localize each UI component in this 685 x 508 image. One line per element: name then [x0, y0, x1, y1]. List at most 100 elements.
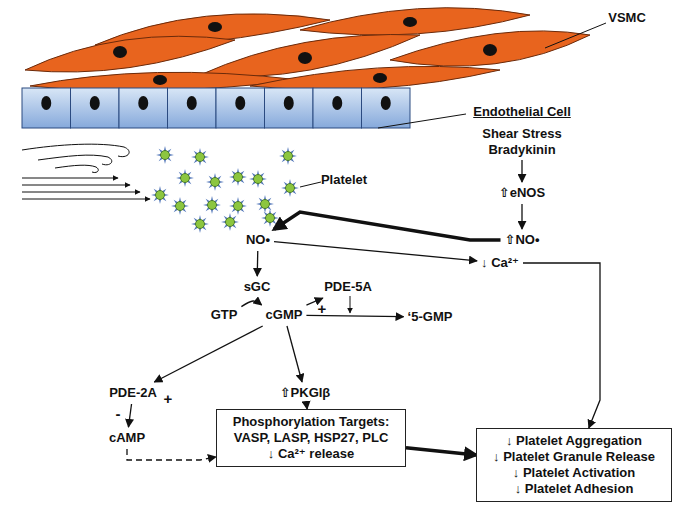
- connector-arrow: [521, 160, 522, 182]
- cell-nucleus: [373, 73, 387, 83]
- molecule-label: NO•: [244, 231, 272, 249]
- cell-nucleus: [90, 96, 100, 110]
- connector-arrow: [287, 326, 302, 382]
- platelet: [151, 186, 169, 204]
- connector-arrow: [257, 251, 259, 276]
- flow-curl: [38, 155, 112, 165]
- molecule-label: ⇧NO•: [503, 231, 542, 249]
- leader-line: [300, 182, 321, 187]
- flow-arrow: [22, 178, 118, 179]
- flow-curl: [22, 144, 129, 156]
- connector-arrow: [521, 204, 522, 229]
- platelet: [191, 215, 209, 233]
- endothelial-cell: [71, 88, 120, 128]
- platelet: [191, 148, 209, 166]
- connector-arrow: [154, 326, 262, 382]
- node-text: Phosphorylation Targets:: [221, 414, 401, 430]
- vsmc-cell: [250, 66, 500, 89]
- part-label: Platelet: [321, 172, 367, 188]
- leader-line: [545, 23, 606, 48]
- node-text: ↓ Platelet Activation: [481, 465, 667, 481]
- connector-arrow: [523, 263, 600, 428]
- node-text: ⇧eNOS: [499, 185, 545, 201]
- node-text: cGMP: [266, 307, 303, 323]
- cell-nucleus: [153, 75, 167, 85]
- node-text: cAMP: [109, 430, 145, 446]
- cell-nucleus: [113, 46, 127, 58]
- node-text: ↓ Platelet Aggregation: [481, 433, 667, 449]
- endothelial-nuclei: [41, 96, 391, 110]
- node-text: ↓ Platelet Granule Release: [481, 449, 667, 465]
- enzyme-label: PDE-2A: [107, 384, 159, 402]
- node-text: VASP, LASP, HSP27, PLC: [221, 430, 401, 446]
- node-text: Shear Stress: [462, 126, 582, 142]
- platelet: [229, 197, 247, 215]
- node-text: ⇧NO•: [505, 232, 540, 248]
- flow-arrow: [22, 199, 150, 200]
- stimulus-panel: Endothelial CellShear StressBradykinin: [462, 104, 582, 158]
- enzyme-label: PDE-5A: [322, 278, 374, 296]
- connector-arrow: [406, 448, 476, 455]
- endothelial-cell: [119, 88, 168, 128]
- node-text: PDE-5A: [324, 279, 372, 295]
- endothelial-cell: [216, 88, 265, 128]
- platelet: [229, 168, 247, 186]
- vsmc-cell: [25, 36, 235, 72]
- molecule-label: ‘5-GMP: [406, 308, 455, 326]
- pde5a-action-arrow: [350, 296, 351, 313]
- node-text: ⇧PKGIβ: [280, 385, 331, 401]
- node-text: ↓ Ca²⁺: [481, 255, 519, 271]
- endothelial-cell: [168, 88, 217, 128]
- flow-arrow: [22, 192, 140, 193]
- cell-nucleus: [208, 22, 222, 32]
- edge-label: +: [164, 391, 173, 407]
- platelet: [281, 179, 299, 197]
- ion-label: ↓ Ca²⁺: [479, 254, 521, 272]
- flow-arrow: [22, 185, 130, 186]
- molecule-label: GTP: [209, 306, 240, 324]
- endothelial-cell: [313, 88, 362, 128]
- dashed-arrow: [127, 449, 216, 460]
- platelet-cluster: [151, 146, 299, 233]
- cell-nucleus: [403, 17, 417, 27]
- node-text: ↓ Ca²⁺ release: [221, 446, 401, 462]
- node-text: sGC: [244, 279, 271, 295]
- blood-flow: [22, 144, 150, 199]
- node-text: Bradykinin: [462, 142, 582, 158]
- connector-arrow: [274, 212, 500, 240]
- endothelial-cell: [22, 88, 71, 128]
- platelet: [203, 196, 221, 214]
- cell-nucleus: [483, 44, 497, 56]
- node-text: PDE-2A: [109, 385, 157, 401]
- platelet: [261, 209, 279, 227]
- endothelial-cell: [362, 88, 411, 128]
- part-label: VSMC: [608, 10, 646, 26]
- cell-nucleus: [187, 96, 197, 110]
- connector-layer: [127, 160, 600, 460]
- connector-arrow: [241, 301, 261, 307]
- platelet: [171, 197, 189, 215]
- target-box: Phosphorylation Targets:VASP, LASP, HSP2…: [216, 409, 406, 467]
- node-text: ↓ Platelet Adhesion: [481, 481, 667, 497]
- platelet: [221, 213, 239, 231]
- cell-nucleus: [332, 96, 342, 110]
- flow-curl: [55, 165, 98, 172]
- platelet: [176, 169, 194, 187]
- endothelial-cell: [265, 88, 314, 128]
- kinase-label: ⇧PKGIβ: [278, 384, 333, 402]
- cell-nucleus: [284, 96, 294, 110]
- node-text: ‘5-GMP: [408, 309, 453, 325]
- cell-nucleus: [381, 96, 391, 110]
- vsmc-cell: [390, 31, 590, 66]
- cell-nucleus: [298, 52, 312, 64]
- leader-line: [378, 114, 466, 128]
- platelet: [206, 173, 224, 191]
- molecule-label: cGMP: [264, 306, 305, 324]
- edge-label: -: [116, 406, 121, 422]
- enzyme-label: sGC: [242, 278, 273, 296]
- molecule-label: ⇧eNOS: [497, 184, 547, 202]
- cell-nucleus: [138, 96, 148, 110]
- edge-label: +: [318, 301, 327, 317]
